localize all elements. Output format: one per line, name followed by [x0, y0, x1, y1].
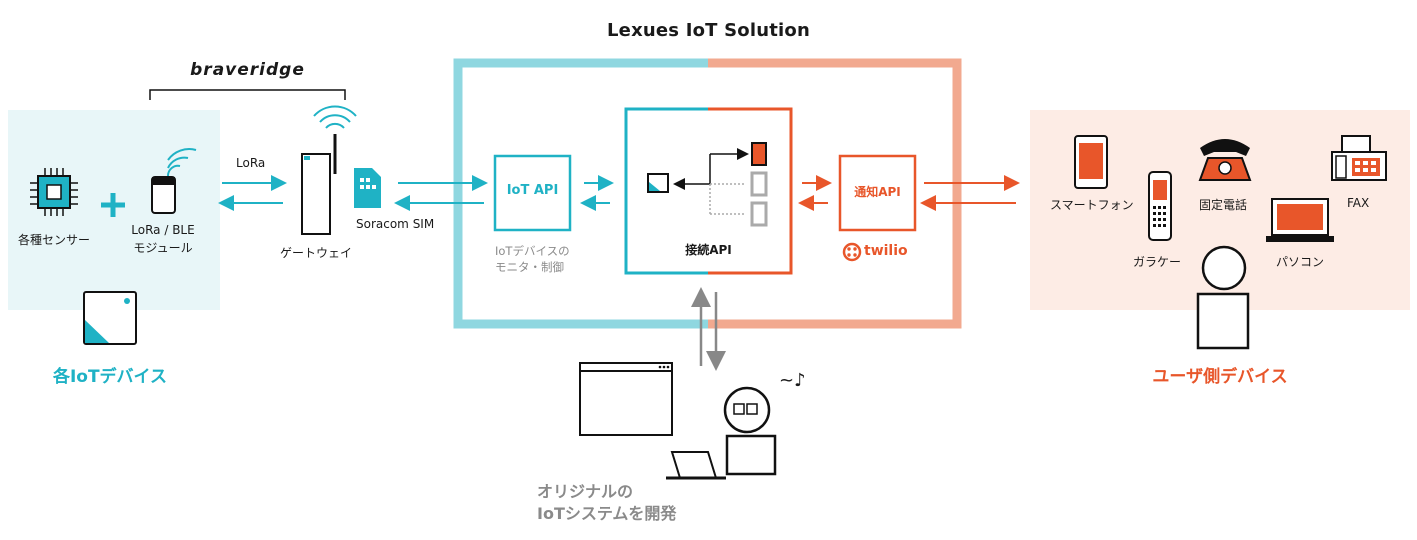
gateway-label: ゲートウェイ: [279, 246, 352, 260]
browser-window-icon: [579, 362, 673, 436]
sim-arrows: [394, 175, 488, 211]
module-label-line2: モジュール: [133, 241, 193, 255]
sim-card-icon: [354, 168, 381, 208]
lora-arrows: [218, 175, 287, 211]
iot-device-caption: 各IoTデバイス: [52, 367, 168, 387]
gateway-icon: [301, 105, 357, 235]
landline-label: 固定電話: [1199, 198, 1248, 212]
fax-label: FAX: [1347, 196, 1370, 210]
feature-phone-label: ガラケー: [1133, 255, 1182, 269]
developer-person-icon: [666, 386, 777, 480]
bottom-caption-line2: IoTシステムを開発: [537, 504, 677, 523]
iot-api-desc-line2: モニタ・制御: [495, 260, 564, 274]
landline-phone-icon: [1198, 139, 1252, 181]
module-label-line1: LoRa / BLE: [131, 223, 195, 237]
developer-music-note: ~♪: [779, 370, 806, 391]
smartphone-icon: [1074, 135, 1108, 189]
lora-label: LoRa: [236, 156, 266, 170]
twilio-wordmark: twilio: [864, 243, 908, 259]
braveridge-logo: braveridge: [190, 60, 305, 80]
user-arrows: [920, 175, 1020, 211]
fax-machine-icon: [1331, 135, 1387, 181]
connect-api-box: [624, 107, 793, 275]
notify-api-box: [838, 154, 917, 232]
feature-phone-icon: [1148, 171, 1172, 241]
sensor-label: 各種センサー: [17, 233, 90, 247]
connect-api-label: 接続API: [685, 243, 732, 257]
sensor-chip-icon: [30, 168, 78, 216]
user-device-caption: ユーザ側デバイス: [1152, 367, 1288, 387]
notify-api-label: 通知API: [854, 185, 901, 199]
smartphone-label: スマートフォン: [1050, 198, 1134, 212]
pc-label: パソコン: [1276, 255, 1325, 269]
sim-label: Soracom SIM: [356, 217, 435, 231]
iot-api-box: [493, 154, 572, 232]
plus-icon: [101, 193, 125, 217]
iot-api-label: IoT API: [506, 183, 559, 198]
iot-api-desc-line1: IoTデバイスの: [495, 244, 570, 258]
notify-arrows: [798, 175, 832, 211]
iot-api-arrows: [580, 175, 614, 211]
braveridge-bracket: [149, 89, 346, 100]
developer-arrows: [691, 287, 726, 371]
user-person-icon: [1196, 245, 1250, 350]
lora-module-icon: [151, 148, 197, 214]
iot-device-icon: [83, 291, 137, 345]
page-title: Lexues IoT Solution: [607, 20, 810, 41]
bottom-caption-line1: オリジナルの: [537, 482, 634, 501]
solution-frame: [453, 58, 962, 329]
twilio-logo: [842, 242, 862, 262]
laptop-icon: [1266, 198, 1334, 242]
